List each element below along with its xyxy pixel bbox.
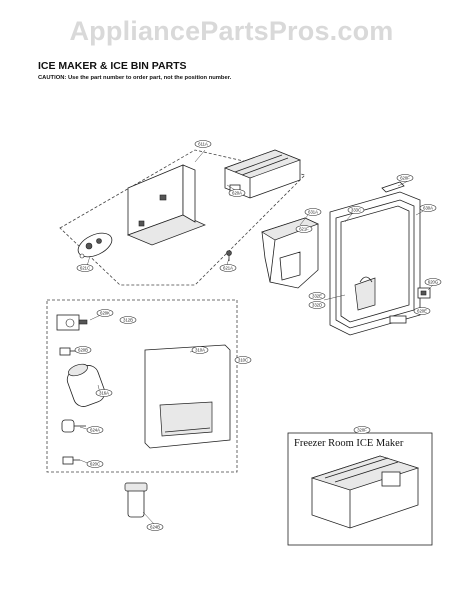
callout-312B: 312B (119, 316, 137, 324)
bypass-plug (124, 482, 148, 518)
callout-310A: 310A (191, 346, 209, 354)
callout-630A: 630A (419, 204, 437, 212)
freezer-ice-maker (310, 455, 420, 529)
callout-620E: 620E (413, 307, 431, 315)
ice-maker-bracket (127, 164, 206, 246)
door-switch-part (417, 287, 431, 299)
callout-611A: 611A (194, 140, 212, 148)
inset-label: Freezer Room ICE Maker (294, 438, 404, 449)
callout-label: 631A (308, 210, 318, 215)
door-latch-part (389, 315, 407, 324)
callout-624B: 624B (146, 523, 164, 531)
callout-label: 624A (90, 428, 100, 433)
callout-label: 332E (312, 294, 322, 299)
callout-label: 620B (78, 348, 88, 353)
dispenser-cover (144, 344, 231, 449)
callout-316A: 316A (95, 389, 113, 397)
water-valve (56, 314, 88, 331)
callout-label: 333C (351, 208, 361, 213)
callout-620F: 620F (396, 174, 414, 182)
screw-part (226, 250, 232, 261)
callout-label: 316A (99, 391, 109, 396)
callout-label: 320F (357, 428, 367, 433)
callout-620K: 620K (96, 309, 114, 317)
caution-note: CAUTION: Use the part number to order pa… (38, 75, 232, 81)
callout-label: 624B (150, 525, 160, 530)
tube-connector (62, 456, 80, 465)
ice-bin-cover (261, 217, 319, 289)
callout-label: 312B (123, 318, 133, 323)
water-filter (66, 363, 106, 407)
callout-label: 611A (198, 142, 208, 147)
group-outline-dispenser (46, 299, 238, 473)
callout-620G: 620G (424, 278, 442, 286)
callout-631A: 631A (304, 208, 322, 216)
gear-motor (77, 232, 113, 259)
callout-620B: 620B (74, 346, 92, 354)
callout-621C: 621C (76, 264, 94, 272)
door-hinge-part (381, 181, 405, 193)
page-title: ICE MAKER & ICE BIN PARTS (38, 60, 187, 72)
callout-620C: 620C (86, 460, 104, 468)
watermark-logo: AppliancePartsPros.com (69, 16, 394, 46)
filter-fitting (61, 419, 86, 433)
callout-332D: 332D (308, 301, 326, 309)
callout-label: 630A (423, 206, 433, 211)
callout-310C: 310C (234, 356, 252, 364)
callout-label: 620G (428, 280, 438, 285)
callout-label: 621C (80, 266, 90, 271)
callout-label: 620K (100, 311, 110, 316)
callout-label: 310A (195, 348, 205, 353)
callout-label: 620E (417, 309, 427, 314)
callout-label: 621F (299, 227, 309, 232)
callout-label: 620C (90, 462, 100, 467)
callout-label: 310C (238, 358, 248, 363)
callout-333C: 333C (347, 206, 365, 214)
callout-320F: 320F (353, 426, 371, 434)
ice-door-frame (329, 191, 421, 336)
callout-332E: 332E (308, 292, 326, 300)
callout-621A: 621A (219, 264, 237, 272)
callout-label: 620A (232, 191, 242, 196)
callout-620A: 620A (228, 189, 246, 197)
callout-label: 621A (223, 266, 233, 271)
callout-label: 332D (312, 303, 322, 308)
callout-label: 620F (400, 176, 410, 181)
group-outline-ice-maker (59, 149, 306, 286)
callout-624A: 624A (86, 426, 104, 434)
callout-621F: 621F (295, 225, 313, 233)
